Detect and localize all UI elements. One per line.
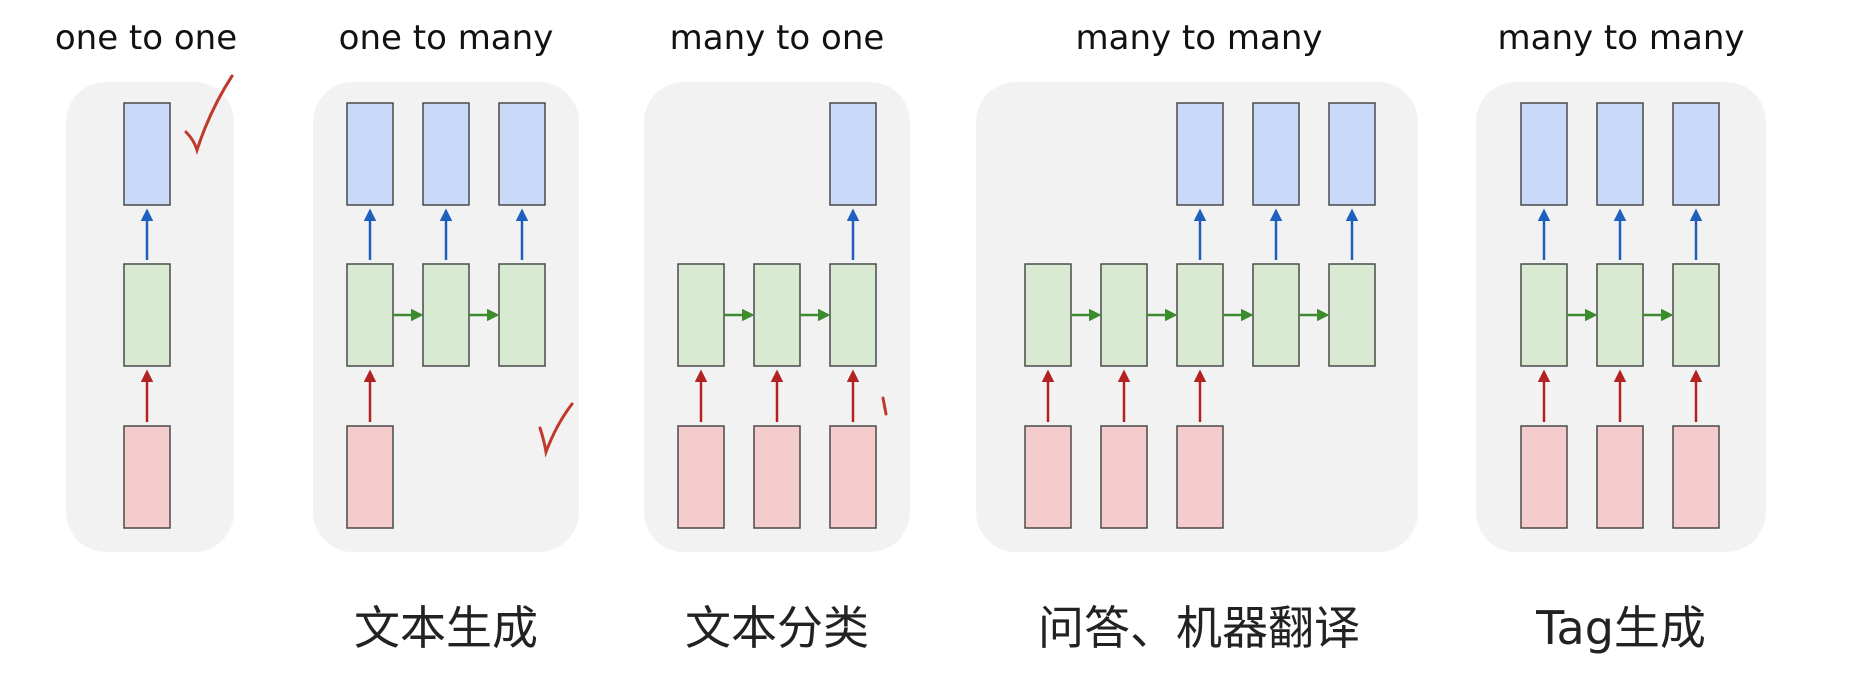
input-cell: [1596, 425, 1644, 529]
output-cell: [1328, 102, 1376, 206]
caption-qa-machine-translation: 问答、机器翻译: [1038, 601, 1360, 655]
output-cell: [123, 102, 171, 206]
checkmark-annotation: [538, 402, 574, 458]
rnn-panel: [1476, 82, 1766, 552]
handwritten-annotations: [184, 74, 888, 458]
input-cell: [677, 425, 725, 529]
hidden-state-cell: [346, 263, 394, 367]
hidden-state-cell: [753, 263, 801, 367]
output-cell: [1176, 102, 1224, 206]
hidden-state-cell: [1596, 263, 1644, 367]
output-cell: [1252, 102, 1300, 206]
hidden-state-cell: [1100, 263, 1148, 367]
panel-title-one-to-one: one to one: [54, 18, 238, 58]
hidden-state-cell: [123, 263, 171, 367]
hidden-state-cell: [829, 263, 877, 367]
rnn-panel: [66, 82, 234, 552]
caption-text-generation: 文本生成: [354, 601, 538, 655]
input-cell: [1520, 425, 1568, 529]
caption-text-classification: 文本分类: [685, 601, 869, 655]
panel-title-many-to-one: many to one: [669, 18, 885, 58]
input-cell: [753, 425, 801, 529]
hidden-state-cell: [1252, 263, 1300, 367]
hidden-state-cell: [1328, 263, 1376, 367]
hidden-state-cell: [422, 263, 470, 367]
rnn-panel: [644, 82, 910, 552]
output-cell: [1672, 102, 1720, 206]
hidden-state-cell: [1672, 263, 1720, 367]
output-cell: [1520, 102, 1568, 206]
input-cell: [829, 425, 877, 529]
output-cell: [498, 102, 546, 206]
input-cell: [1176, 425, 1224, 529]
tick-annotation: [881, 396, 888, 416]
output-cell: [1596, 102, 1644, 206]
input-cell: [123, 425, 171, 529]
caption-tag-generation: Tag生成: [1536, 601, 1706, 655]
rnn-panel: [976, 82, 1418, 552]
panel-title-one-to-many: one to many: [338, 18, 554, 58]
input-cell: [1100, 425, 1148, 529]
input-cell: [346, 425, 394, 529]
panel-title-many-to-many-tagging: many to many: [1497, 18, 1745, 58]
input-cell: [1024, 425, 1072, 529]
output-cell: [829, 102, 877, 206]
output-cell: [422, 102, 470, 206]
output-cell: [346, 102, 394, 206]
hidden-state-cell: [1520, 263, 1568, 367]
hidden-state-cell: [1176, 263, 1224, 367]
panel-title-many-to-many-seq2seq: many to many: [1075, 18, 1323, 58]
input-cell: [1672, 425, 1720, 529]
checkmark-annotation: [184, 74, 234, 156]
rnn-panel: [313, 82, 579, 552]
hidden-state-cell: [677, 263, 725, 367]
hidden-state-cell: [1024, 263, 1072, 367]
hidden-state-cell: [498, 263, 546, 367]
